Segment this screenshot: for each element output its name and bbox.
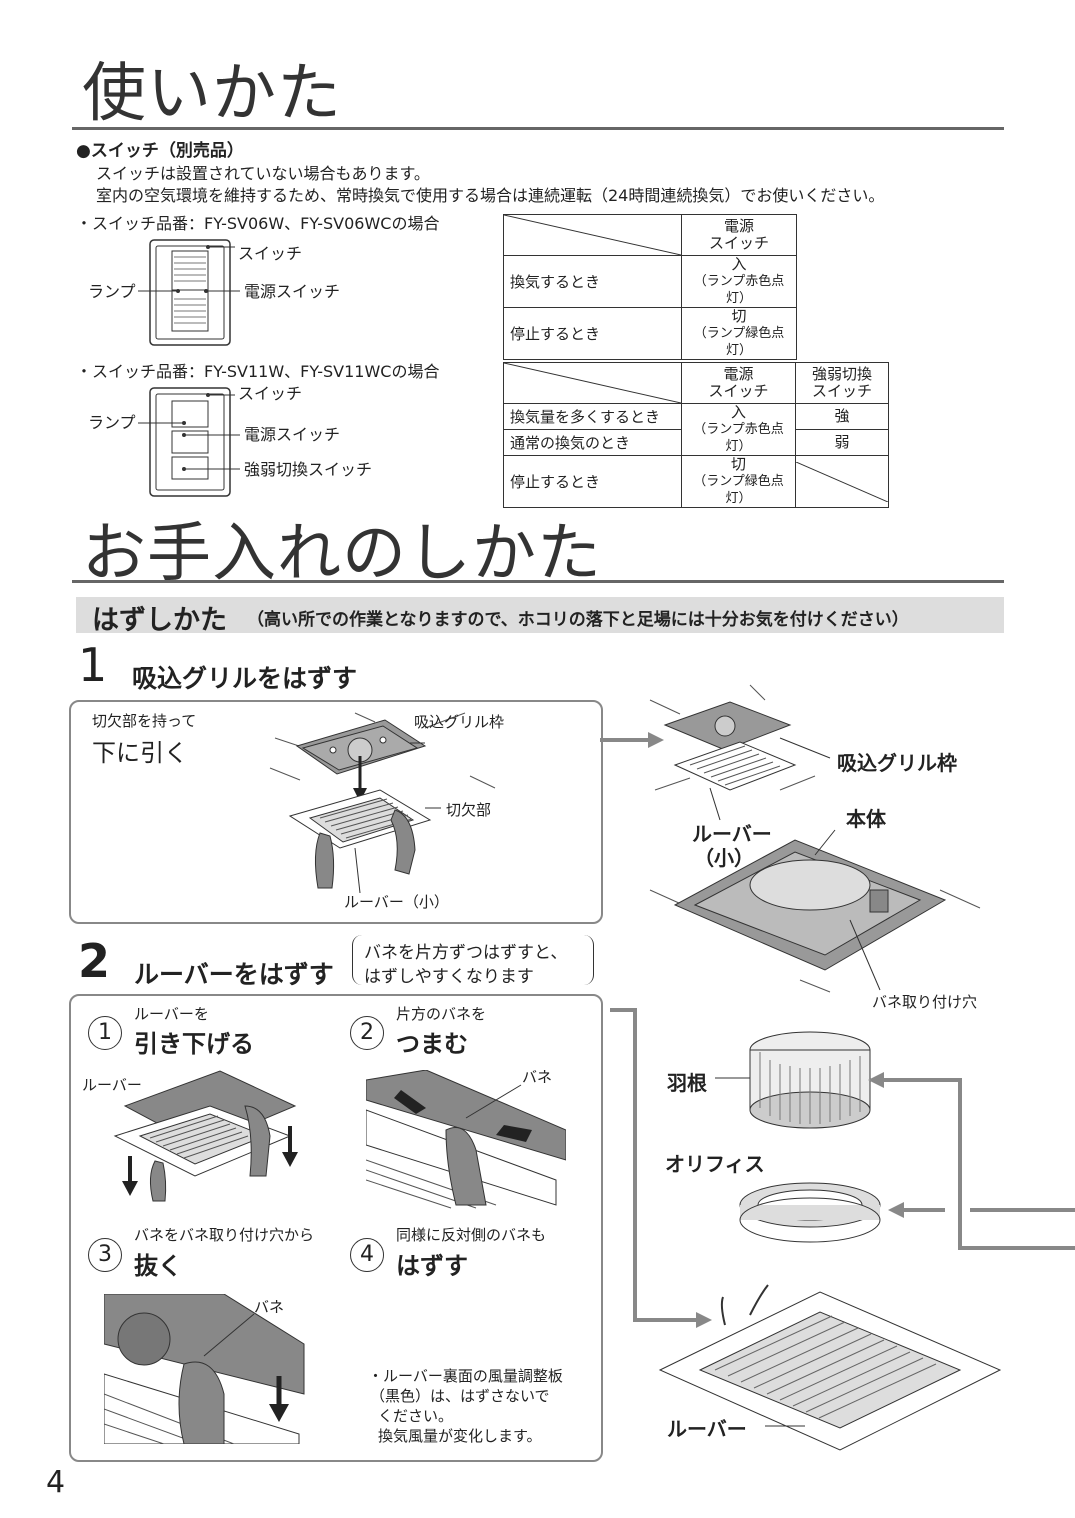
- right-label-frame: 吸込グリル枠: [837, 751, 957, 775]
- substep4-small: 同様に反対側のバネも: [396, 1226, 547, 1244]
- step1-box: [69, 700, 603, 924]
- usage-title: 使いかた: [82, 57, 342, 131]
- step1-title: 吸込グリルをはずす: [132, 664, 358, 693]
- switch-note-2: 室内の空気環境を維持するため、常時換気で使用する場合は連続運転（24時間連続換気…: [96, 186, 885, 205]
- caution-line-2: （黒色）は、はずさないで: [370, 1387, 550, 1405]
- step2-box: [69, 994, 603, 1462]
- step2-note-2: はずしやすくなります: [364, 967, 534, 987]
- table2-row2-label: 通常の換気のとき: [503, 429, 682, 456]
- label-power-1: 電源スイッチ: [244, 282, 341, 301]
- step1-illustration: [269, 712, 496, 894]
- right-label-louver: ルーバー: [667, 1417, 747, 1441]
- step1-hint-small: 切欠部を持って: [92, 712, 197, 730]
- substep3-small: バネをバネ取り付け穴から: [134, 1226, 315, 1244]
- table2-row3-value: 切（ランプ緑色点灯）: [681, 455, 796, 508]
- removal-caution: （高い所での作業となりますので、ホコリの落下と足場には十分お気を付けください）: [247, 610, 909, 630]
- right-label-body: 本体: [846, 807, 886, 831]
- substep4-big: はずす: [396, 1252, 468, 1280]
- substep4-number: 4: [350, 1238, 384, 1272]
- right-label-louver-small-1: ルーバー: [692, 822, 772, 846]
- title-rule: [72, 127, 1004, 130]
- table2-head-switch: 強弱切換スイッチ: [795, 362, 889, 404]
- step2-number: 2: [78, 934, 111, 988]
- step1-hint-big: 下に引く: [92, 739, 188, 767]
- label-lamp-2: ランプ: [88, 413, 136, 432]
- right-label-louver-small-2: （小）: [694, 846, 754, 870]
- substep2-small: 片方のバネを: [396, 1005, 487, 1023]
- exploded-view-diagram: [600, 684, 1075, 1451]
- removal-band: [76, 597, 1004, 633]
- table1-row2-value: 切（ランプ緑色点灯）: [681, 307, 797, 360]
- care-title: お手入れのしかた: [82, 517, 602, 591]
- substep1-label-louver: ルーバー: [82, 1076, 142, 1094]
- step2-note-1: バネを片方ずつはずすと、: [364, 943, 568, 963]
- caution-line-1: ・ルーバー裏面の風量調整板: [368, 1367, 563, 1385]
- switch-model-2: ・スイッチ品番：FY-SV11W、FY-SV11WCの場合: [76, 362, 440, 381]
- substep3-big: 抜く: [134, 1252, 182, 1280]
- care-rule: [72, 580, 1004, 583]
- removal-heading: はずしかた: [92, 605, 227, 636]
- caution-line-4: 換気風量が変化します。: [378, 1427, 542, 1445]
- step2-title: ルーバーをはずす: [134, 960, 334, 989]
- step1-label-louver-small: ルーバー（小）: [344, 893, 449, 911]
- table1-head-power: 電源スイッチ: [681, 214, 797, 256]
- switch-2-illustration: [138, 387, 240, 497]
- substep1-illustration: [113, 1070, 298, 1202]
- substep1-number: 1: [88, 1016, 122, 1050]
- switch-model-1: ・スイッチ品番：FY-SV06W、FY-SV06WCの場合: [76, 214, 440, 233]
- table-corner: [503, 214, 682, 256]
- caution-line-3: ください。: [378, 1407, 454, 1425]
- step1-label-frame: 吸込グリル枠: [414, 713, 505, 731]
- label-lamp-1: ランプ: [88, 282, 136, 301]
- label-switch-1: スイッチ: [238, 244, 303, 263]
- switch-note-1: スイッチは設置されていない場合もあります。: [96, 164, 430, 183]
- right-label-spring-hole: バネ取り付け穴: [872, 993, 978, 1011]
- switch-heading: ●スイッチ（別売品）: [76, 141, 244, 161]
- switch-1-illustration: [138, 239, 240, 346]
- right-label-orifice: オリフィス: [665, 1152, 765, 1176]
- table1-row2-label: 停止するとき: [503, 307, 682, 360]
- switch-table-2: 電源スイッチ 強弱切換スイッチ 換気量を多くするとき 入（ランプ赤色点灯） 強 …: [503, 362, 889, 508]
- step2-note-bracket: [352, 935, 594, 985]
- label-strong-weak: 強弱切換スイッチ: [244, 460, 373, 479]
- table1-row1-label: 換気するとき: [503, 255, 682, 308]
- table2-on-value: 入（ランプ赤色点灯）: [681, 403, 796, 456]
- substep2-illustration: [366, 1070, 566, 1209]
- substep1-big: 引き下げる: [134, 1030, 254, 1058]
- substep2-big: つまむ: [396, 1030, 468, 1058]
- right-label-fan: 羽根: [667, 1071, 707, 1095]
- substep3-illustration: [104, 1294, 305, 1444]
- table2-row1-switch: 強: [795, 403, 889, 430]
- substep2-label-spring: バネ: [522, 1068, 553, 1086]
- substep3-number: 3: [88, 1238, 122, 1272]
- step1-number: 1: [78, 638, 108, 692]
- label-switch-2: スイッチ: [238, 384, 303, 403]
- substep1-small: ルーバーを: [134, 1005, 209, 1023]
- step1-label-notch: 切欠部: [446, 801, 492, 819]
- page-number: 4: [46, 1465, 66, 1500]
- substep2-number: 2: [350, 1016, 384, 1050]
- table2-row1-label: 換気量を多くするとき: [503, 403, 682, 430]
- switch-table-1: 電源スイッチ 換気するとき 入（ランプ赤色点灯） 停止するとき 切（ランプ緑色点…: [503, 214, 797, 360]
- table2-head-power: 電源スイッチ: [681, 362, 796, 404]
- table1-row1-value: 入（ランプ赤色点灯）: [681, 255, 797, 308]
- table2-row3-label: 停止するとき: [503, 455, 682, 508]
- substep3-label-spring: バネ: [254, 1298, 285, 1316]
- label-power-2: 電源スイッチ: [244, 425, 341, 444]
- table2-row2-switch: 弱: [795, 429, 889, 456]
